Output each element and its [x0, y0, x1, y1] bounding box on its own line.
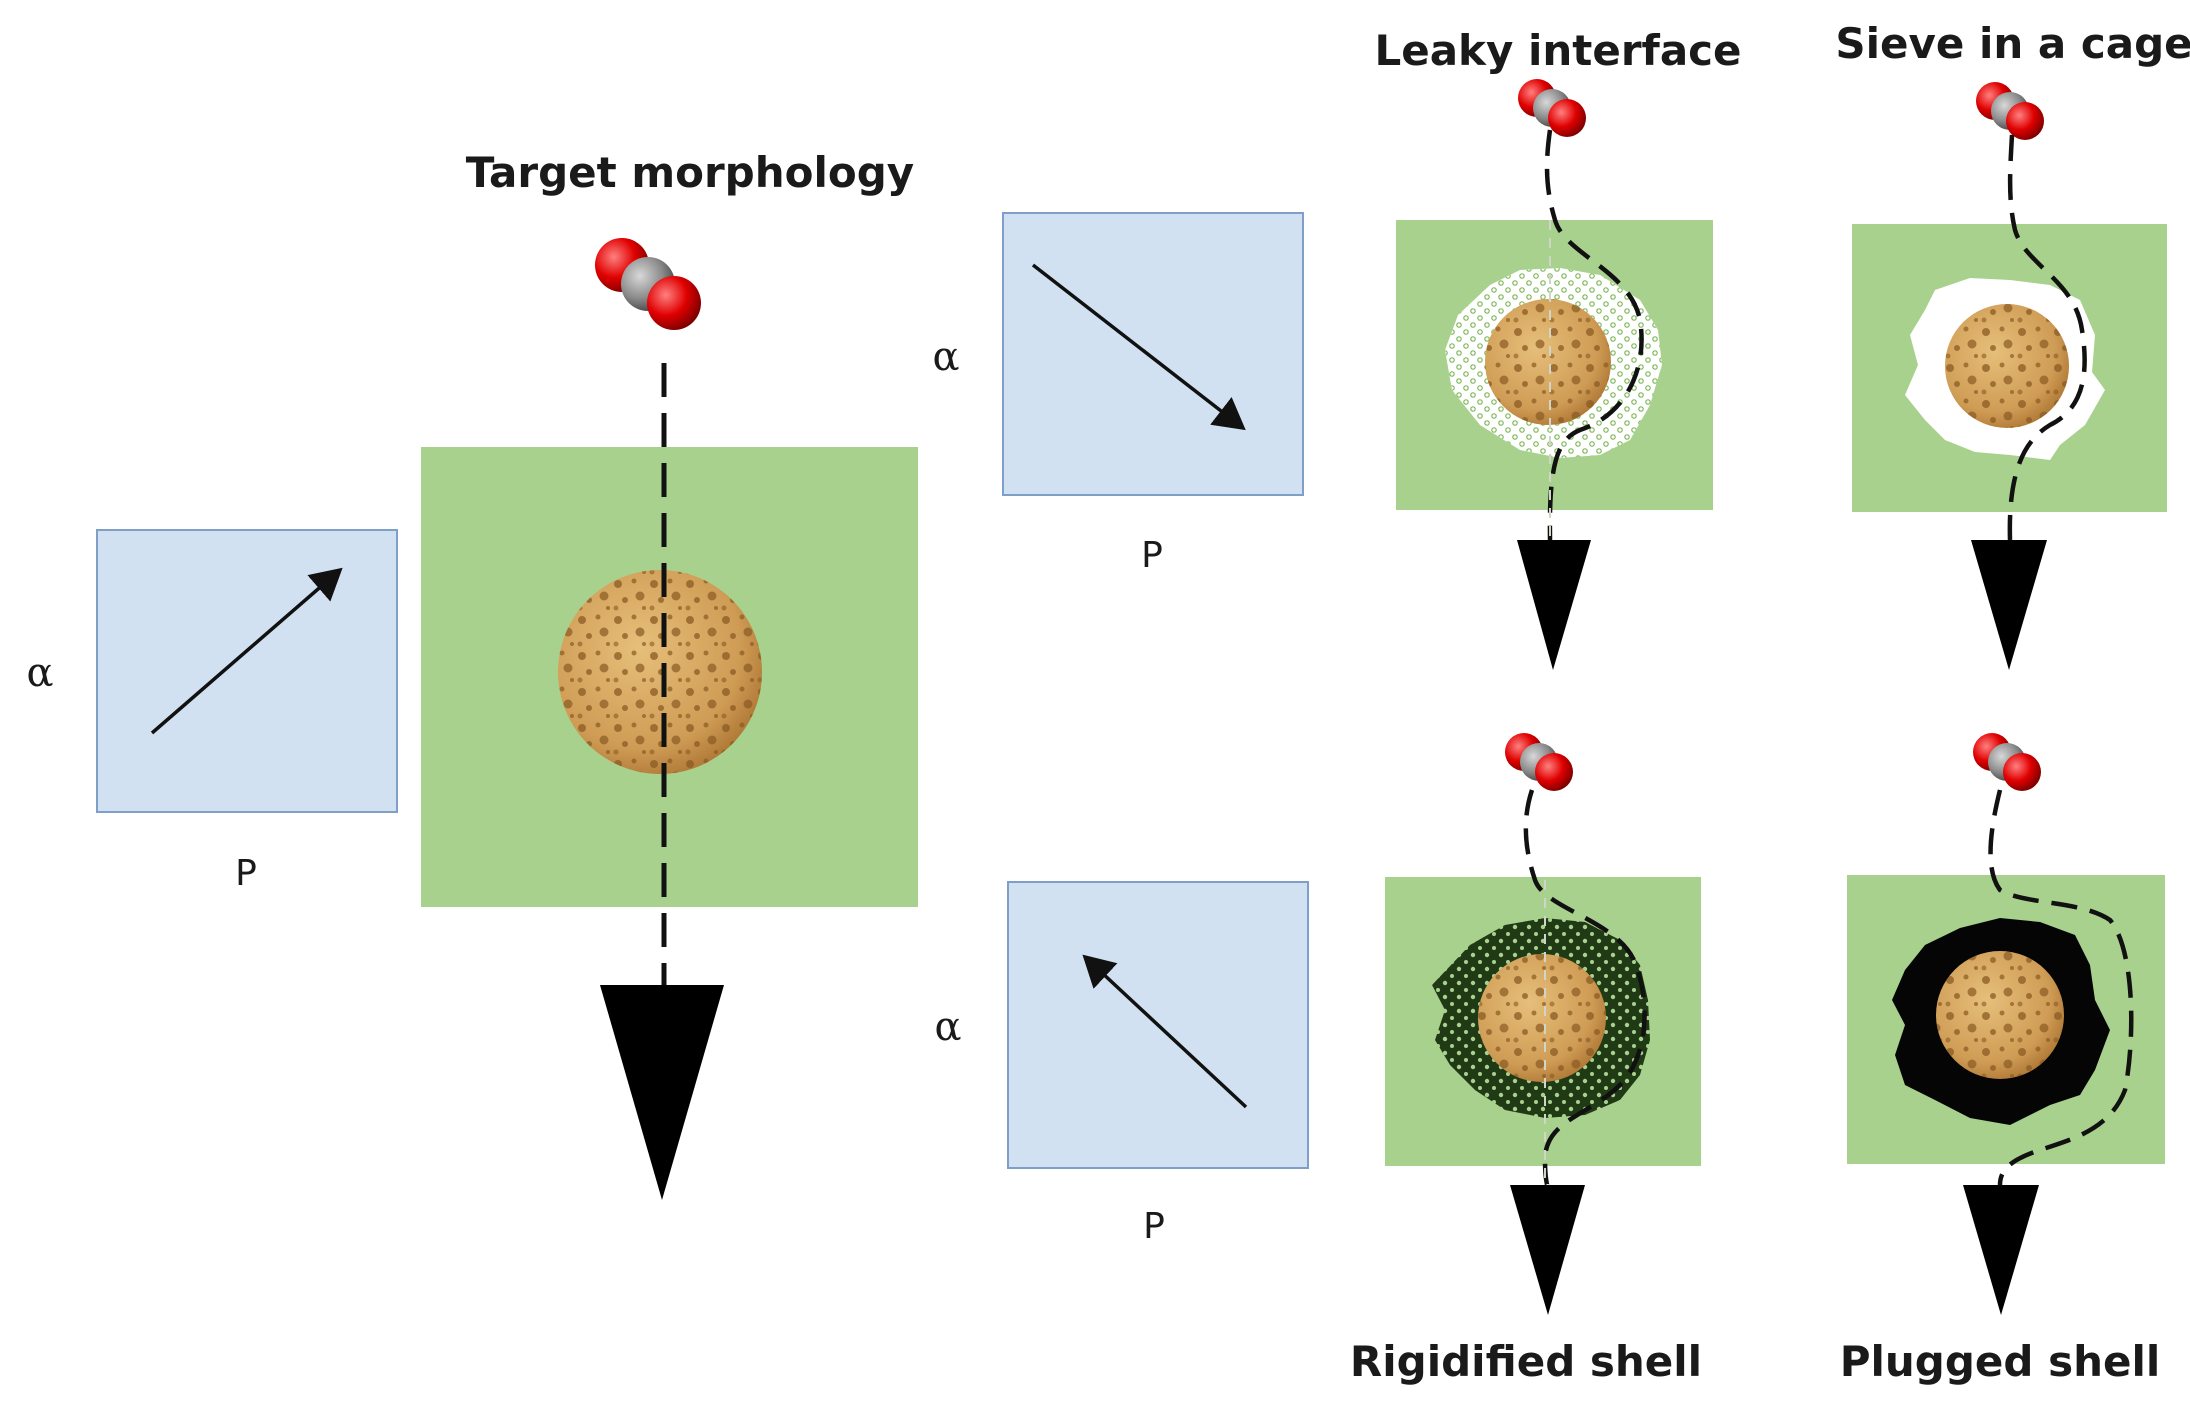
panel-plugged-shell: [1847, 733, 2165, 1315]
filler-particle: [558, 570, 762, 774]
upper-plot-box: [1002, 212, 1304, 496]
co2-molecule: [1973, 733, 2041, 791]
lower-trend-arrow: [1082, 954, 1248, 1109]
title-plugged-shell: Plugged shell: [1840, 1337, 2161, 1386]
co2-molecule: [1976, 82, 2044, 140]
co2-molecule: [595, 238, 701, 330]
lower-trend-plot: α P: [934, 881, 1309, 1247]
main-plot-box: [96, 529, 398, 813]
co2-molecule: [1518, 79, 1586, 137]
panel-sieve-in-a-cage: [1852, 82, 2167, 670]
co2-molecule: [1505, 733, 1573, 791]
filler-particle: [1478, 954, 1606, 1082]
lower-axis-x-label: P: [1143, 1206, 1165, 1247]
diffusion-path: [1523, 789, 1647, 1189]
main-trend-plot: α P: [26, 529, 398, 894]
lower-axis-y-label: α: [934, 1004, 961, 1050]
panel-rigidified-shell: [1385, 733, 1701, 1315]
main-axis-x-label: P: [235, 853, 257, 894]
title-leaky-interface: Leaky interface: [1374, 26, 1741, 75]
diffusion-direction-arrow: [600, 985, 724, 1200]
main-trend-arrow: [150, 567, 343, 735]
title-sieve-in-a-cage: Sieve in a cage: [1835, 19, 2190, 68]
diffusion-direction-arrow: [1963, 1185, 2039, 1315]
panel-target-morphology: [421, 238, 918, 1200]
title-rigidified-shell: Rigidified shell: [1350, 1337, 1702, 1386]
diffusion-direction-arrow: [1517, 540, 1591, 670]
filler-particle: [1485, 299, 1611, 425]
title-target-morphology: Target morphology: [466, 148, 914, 197]
diffusion-direction-arrow: [1971, 540, 2047, 670]
panel-leaky-interface: [1396, 79, 1713, 670]
diffusion-path: [1988, 789, 2134, 1186]
upper-axis-x-label: P: [1141, 535, 1163, 576]
upper-trend-plot: α P: [932, 212, 1304, 576]
main-axis-y-label: α: [26, 650, 53, 696]
upper-axis-y-label: α: [932, 334, 959, 380]
filler-particle: [1936, 951, 2064, 1079]
diffusion-direction-arrow: [1510, 1185, 1585, 1315]
upper-trend-arrow: [1031, 263, 1246, 431]
filler-particle: [1945, 304, 2069, 428]
diffusion-path: [2007, 134, 2087, 541]
